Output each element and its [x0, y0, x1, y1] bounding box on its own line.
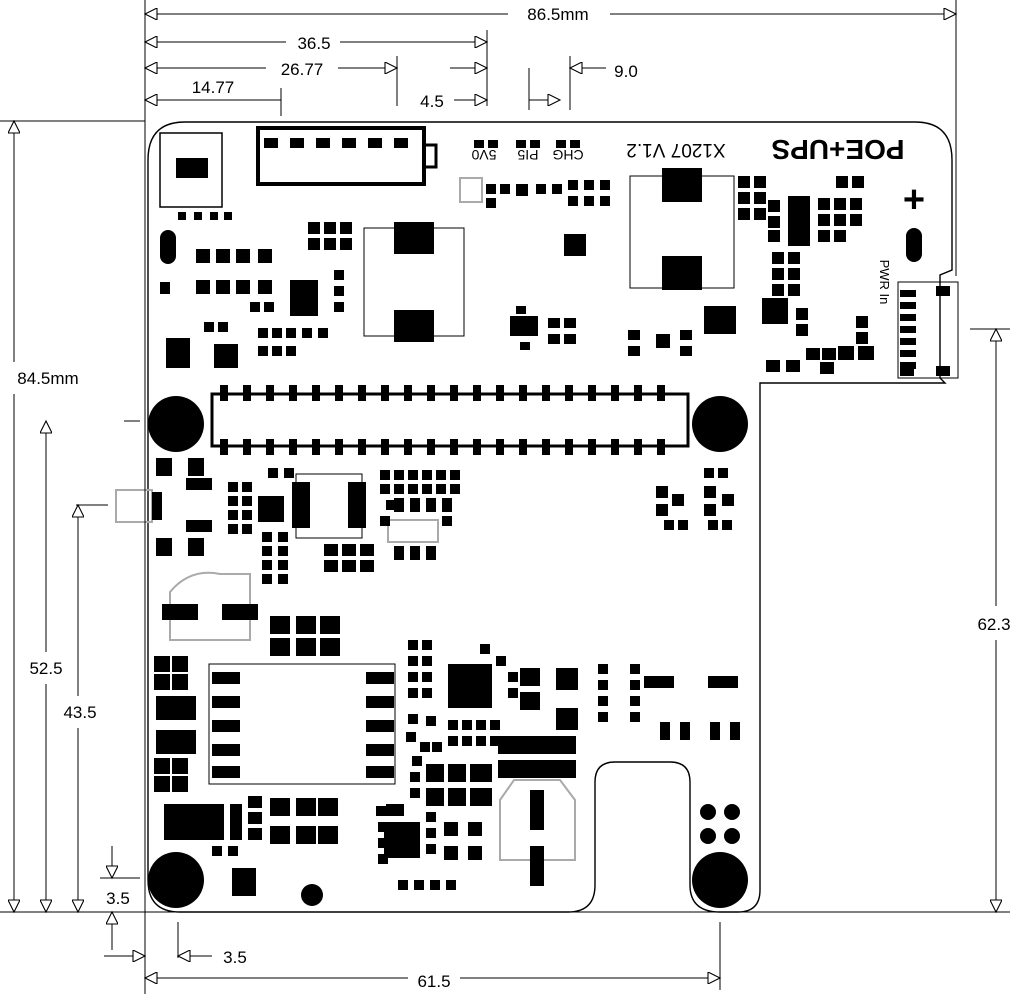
small-hole: [301, 884, 323, 906]
oval-pad-left: [160, 230, 176, 264]
dim-62-3: 62.3: [977, 615, 1010, 634]
mounting-hole-top-left: [148, 396, 204, 452]
dim-43-5: 43.5: [63, 703, 96, 722]
ic-u1: [159, 132, 223, 208]
dim-36-5: 36.5: [297, 34, 330, 53]
dim-26-77: 26.77: [281, 60, 324, 79]
version-label: X1207 V1.2: [626, 139, 725, 160]
oval-pad-right: [906, 228, 922, 262]
board-outline: [147, 121, 953, 913]
grey-outlines: [115, 177, 576, 861]
inductor-right: [629, 168, 735, 290]
dim-total-width: 86.5mm: [527, 5, 588, 24]
battery-connector: [256, 126, 438, 186]
mounting-hole-bottom-left: [148, 852, 204, 908]
power-in-label: PWR In: [877, 260, 892, 305]
plus-sign: +: [903, 179, 925, 221]
led-label-chg: CHG: [552, 147, 583, 163]
dim-4-5: 4.5: [420, 92, 444, 111]
transformer: [292, 473, 366, 539]
led-label-5v0: 5V0: [471, 147, 496, 163]
lower-module: [208, 663, 396, 785]
qfn-chip: [448, 664, 492, 708]
usb-connector: [897, 281, 959, 379]
dimension-labels: 86.5mm 36.5 26.77 14.77 4.5 9.0 84.5mm 5…: [17, 5, 1010, 991]
brand-label: POE+UPS: [771, 134, 904, 165]
dim-3-5-horizontal: 3.5: [223, 948, 247, 967]
dim-61-5: 61.5: [417, 972, 450, 991]
mounting-hole-bottom-right: [692, 852, 748, 908]
mounting-hole-top-right: [692, 396, 748, 452]
dim-9-0: 9.0: [614, 62, 638, 81]
mounting-holes: [148, 396, 748, 908]
smd-components: [152, 140, 874, 896]
dim-total-height: 84.5mm: [17, 369, 78, 388]
inductor-left: [363, 222, 465, 342]
dim-3-5-vertical: 3.5: [106, 889, 130, 908]
led-label-pi5: PI5: [517, 147, 538, 163]
dim-14-77: 14.77: [192, 78, 235, 97]
gpio-header: [210, 385, 690, 455]
ic-bottom: [384, 822, 420, 858]
dim-52-5: 52.5: [29, 659, 62, 678]
